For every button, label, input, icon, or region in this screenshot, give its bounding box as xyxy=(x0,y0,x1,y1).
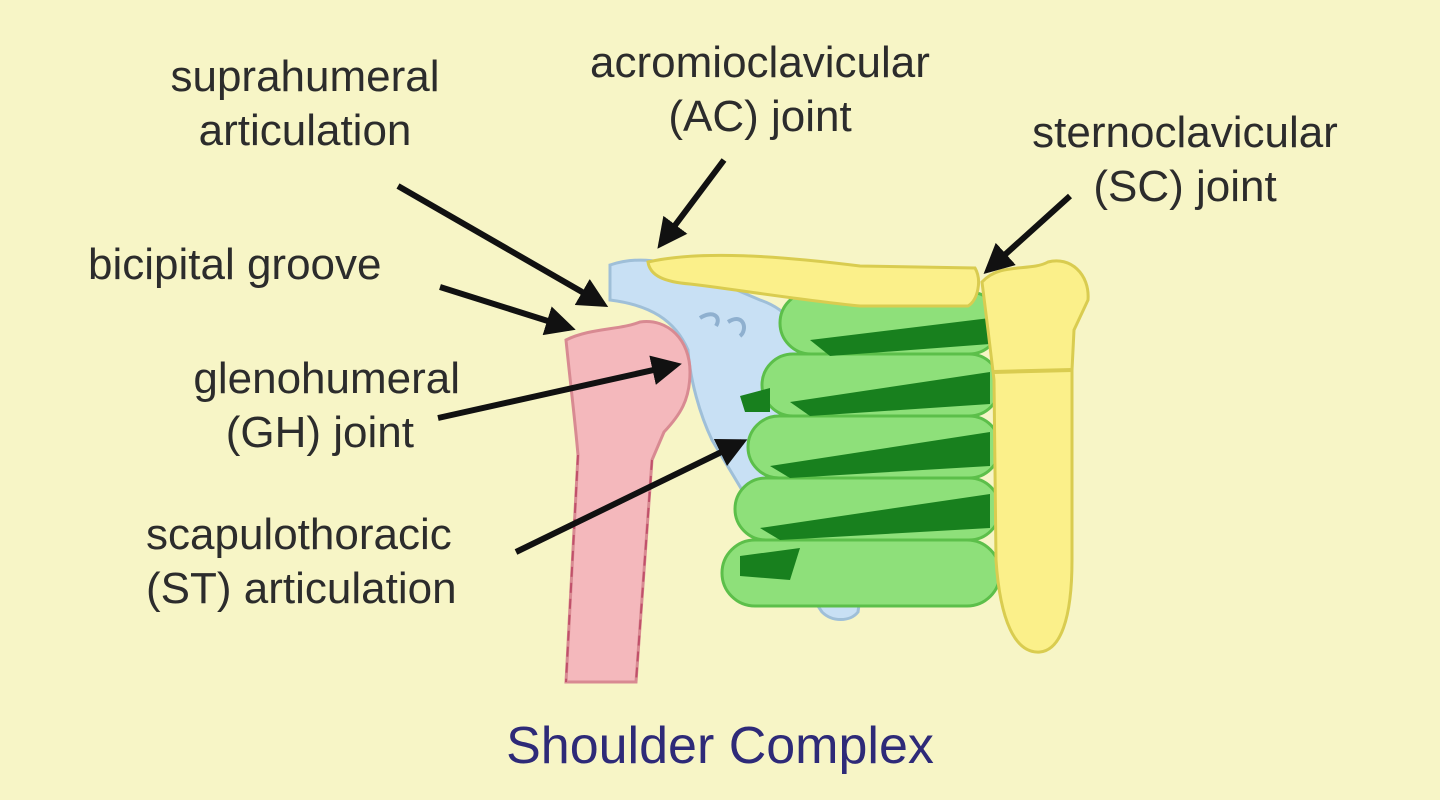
sternum xyxy=(980,259,1090,654)
rib-shadow xyxy=(770,432,990,478)
rib-shadow xyxy=(810,318,990,356)
label-line: articulation xyxy=(198,106,412,155)
label-line: glenohumeral xyxy=(193,354,460,403)
rib-shadow xyxy=(740,548,800,580)
label-sternoclavicular-joint: sternoclavicular (SC) joint xyxy=(990,106,1380,214)
arrow-sternoclavicular xyxy=(983,193,1073,275)
scapula-spine xyxy=(698,312,746,338)
label-line: (SC) joint xyxy=(1093,162,1277,211)
label-line: bicipital groove xyxy=(88,240,382,289)
label-scapulothoracic-articulation: scapulothoracic (ST) articulation xyxy=(146,508,457,616)
label-suprahumeral-articulation: suprahumeral articulation xyxy=(130,50,480,158)
arrow-bicipital xyxy=(439,284,576,336)
rib-shadow xyxy=(740,388,770,412)
arrow-acromioclavicular xyxy=(657,158,727,249)
arrow-scapulothoracic xyxy=(514,439,748,555)
rib-shadow xyxy=(790,372,990,416)
label-line: acromioclavicular xyxy=(590,38,930,87)
arrow-suprahumeral xyxy=(396,183,609,307)
label-glenohumeral-joint: glenohumeral (GH) joint xyxy=(100,352,460,460)
sternal-angle xyxy=(993,368,1073,374)
label-line: scapulothoracic xyxy=(146,510,452,559)
clavicle xyxy=(646,253,980,308)
label-line: (AC) joint xyxy=(668,92,852,141)
label-bicipital-groove: bicipital groove xyxy=(88,238,382,292)
humerus xyxy=(564,320,692,684)
diagram-caption: Shoulder Complex xyxy=(506,717,934,775)
label-line: sternoclavicular xyxy=(1032,108,1338,157)
ribcage xyxy=(720,290,1002,608)
arrow-glenohumeral xyxy=(437,355,682,421)
label-line: suprahumeral xyxy=(170,52,440,101)
label-acromioclavicular-joint: acromioclavicular (AC) joint xyxy=(540,36,980,144)
humerus-edge-dashes xyxy=(565,454,653,683)
label-line: (ST) articulation xyxy=(146,564,457,613)
label-line: (GH) joint xyxy=(225,408,414,457)
rib-shadow xyxy=(760,494,990,540)
